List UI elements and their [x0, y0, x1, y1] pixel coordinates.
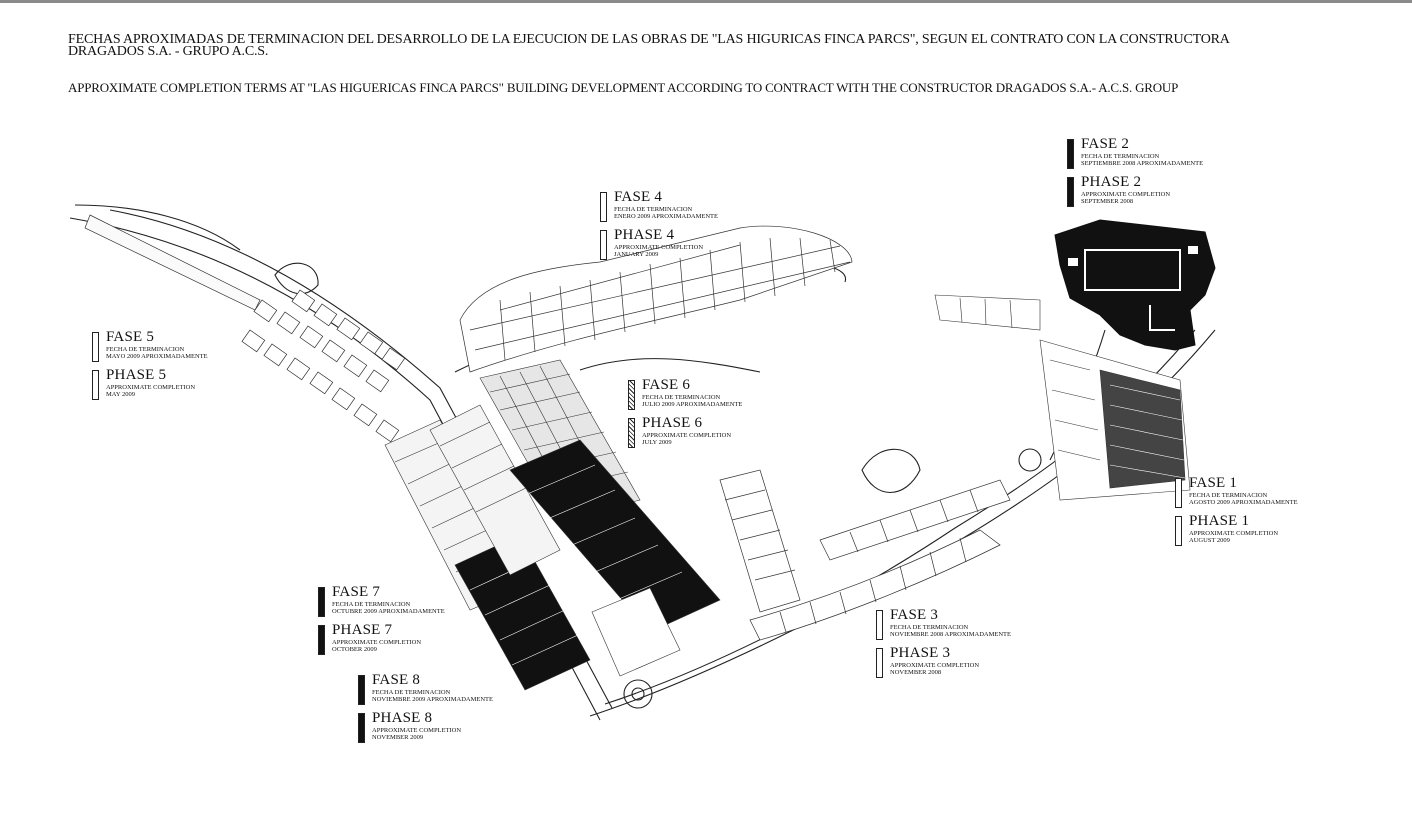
- legend-phase-note: APPROXIMATE COMPLETION SEPTEMBER 2008: [1081, 191, 1171, 205]
- legend-phase-title: PHASE 6: [642, 415, 703, 431]
- swatch-phase-3-en: [876, 648, 883, 678]
- legend-phase-title: PHASE 7: [332, 622, 393, 638]
- legend-phase-title: PHASE 5: [106, 367, 167, 383]
- legend-fase-title: FASE 1: [1189, 475, 1238, 491]
- page-top-border: [0, 0, 1412, 3]
- swatch-phase-2-en: [1067, 177, 1074, 207]
- legend-phase-title: PHASE 4: [614, 227, 675, 243]
- legend-phase-note: APPROXIMATE COMPLETION OCTOBER 2009: [332, 639, 422, 653]
- legend-fase-title: FASE 2: [1081, 136, 1130, 152]
- roundabout-south: [623, 679, 653, 709]
- legend-phase-6: FASE 6 FECHA DE TERMINACION JULIO 2009 A…: [628, 378, 958, 454]
- lots-phase-5: [84, 214, 406, 443]
- swatch-phase-5: [92, 332, 99, 362]
- legend-fase-title: FASE 4: [614, 189, 663, 205]
- legend-fase-note: FECHA DE TERMINACION NOVIEMBRE 2008 APRO…: [890, 624, 1011, 638]
- legend-fase-title: FASE 6: [642, 377, 691, 393]
- legend-phase-note: APPROXIMATE COMPLETION AUGUST 2009: [1189, 530, 1279, 544]
- legend-phase-note: APPROXIMATE COMPLETION NOVEMBER 2008: [890, 662, 980, 676]
- green-area-3: [579, 358, 761, 373]
- legend-phase-title: PHASE 8: [372, 710, 433, 726]
- legend-phase-2: FASE 2 FECHA DE TERMINACION SEPTIEMBRE 2…: [1067, 137, 1397, 213]
- legend-phase-3: FASE 3 FECHA DE TERMINACION NOVIEMBRE 20…: [876, 608, 1206, 684]
- swatch-phase-2: [1067, 139, 1074, 169]
- roundabout-east: [1018, 448, 1042, 472]
- legend-fase-note: FECHA DE TERMINACION NOVIEMBRE 2009 APRO…: [372, 689, 493, 703]
- swatch-phase-8-en: [358, 713, 365, 743]
- legend-fase-note: FECHA DE TERMINACION JULIO 2009 APROXIMA…: [642, 394, 743, 408]
- legend-phase-note: APPROXIMATE COMPLETION JULY 2009: [642, 432, 732, 446]
- swatch-phase-7-en: [318, 625, 325, 655]
- legend-phase-title: PHASE 3: [890, 645, 951, 661]
- title-spanish: FECHAS APROXIMADAS DE TERMINACION DEL DE…: [68, 32, 1230, 59]
- legend-phase-note: APPROXIMATE COMPLETION JANUARY 2009: [614, 244, 704, 258]
- green-area-1: [274, 262, 319, 295]
- legend-phase-title: PHASE 2: [1081, 174, 1142, 190]
- lots-phase-4: [459, 225, 853, 373]
- phase-2-clubhouse: [1054, 219, 1216, 351]
- legend-phase-8: FASE 8 FECHA DE TERMINACION NOVIEMBRE 20…: [358, 673, 688, 749]
- legend-phase-1: FASE 1 FECHA DE TERMINACION AGOSTO 2009 …: [1175, 476, 1412, 552]
- swatch-phase-6-en: [628, 418, 635, 448]
- north-west-strip: [74, 204, 241, 251]
- legend-phase-title: PHASE 1: [1189, 513, 1250, 529]
- title-english: APPROXIMATE COMPLETION TERMS AT "LAS HIG…: [68, 80, 1179, 95]
- legend-fase-note: FECHA DE TERMINACION ENERO 2009 APROXIMA…: [614, 206, 718, 220]
- green-area-2: [861, 448, 921, 494]
- swatch-phase-8: [358, 675, 365, 705]
- lots-phase-7: [384, 419, 591, 691]
- swatch-phase-7: [318, 587, 325, 617]
- swatch-phase-4-en: [600, 230, 607, 260]
- main-road: [69, 217, 601, 721]
- legend-fase-title: FASE 5: [106, 329, 155, 345]
- lots-phase-8: [429, 404, 721, 677]
- lots-phase-1: [934, 294, 1191, 501]
- legend-fase-note: FECHA DE TERMINACION OCTUBRE 2009 APROXI…: [332, 601, 445, 615]
- legend-phase-7: FASE 7 FECHA DE TERMINACION OCTUBRE 2009…: [318, 585, 648, 661]
- swatch-phase-5-en: [92, 370, 99, 400]
- legend-fase-note: FECHA DE TERMINACION AGOSTO 2009 APROXIM…: [1189, 492, 1298, 506]
- legend-fase-title: FASE 7: [332, 584, 381, 600]
- swatch-phase-1: [1175, 478, 1182, 508]
- swatch-phase-6: [628, 380, 635, 410]
- lots-phase-3: [719, 469, 1011, 641]
- legend-phase-note: APPROXIMATE COMPLETION MAY 2009: [106, 384, 196, 398]
- swatch-phase-1-en: [1175, 516, 1182, 546]
- legend-fase-title: FASE 8: [372, 672, 421, 688]
- legend-fase-note: FECHA DE TERMINACION SEPTIEMBRE 2008 APR…: [1081, 153, 1204, 167]
- legend-phase-5: FASE 5 FECHA DE TERMINACION MAYO 2009 AP…: [92, 330, 422, 406]
- legend-phase-4: FASE 4 FECHA DE TERMINACION ENERO 2009 A…: [600, 190, 930, 266]
- legend-fase-title: FASE 3: [890, 607, 939, 623]
- swatch-phase-4: [600, 192, 607, 222]
- swatch-phase-3: [876, 610, 883, 640]
- legend-fase-note: FECHA DE TERMINACION MAYO 2009 APROXIMAD…: [106, 346, 208, 360]
- legend-phase-note: APPROXIMATE COMPLETION NOVEMBER 2009: [372, 727, 462, 741]
